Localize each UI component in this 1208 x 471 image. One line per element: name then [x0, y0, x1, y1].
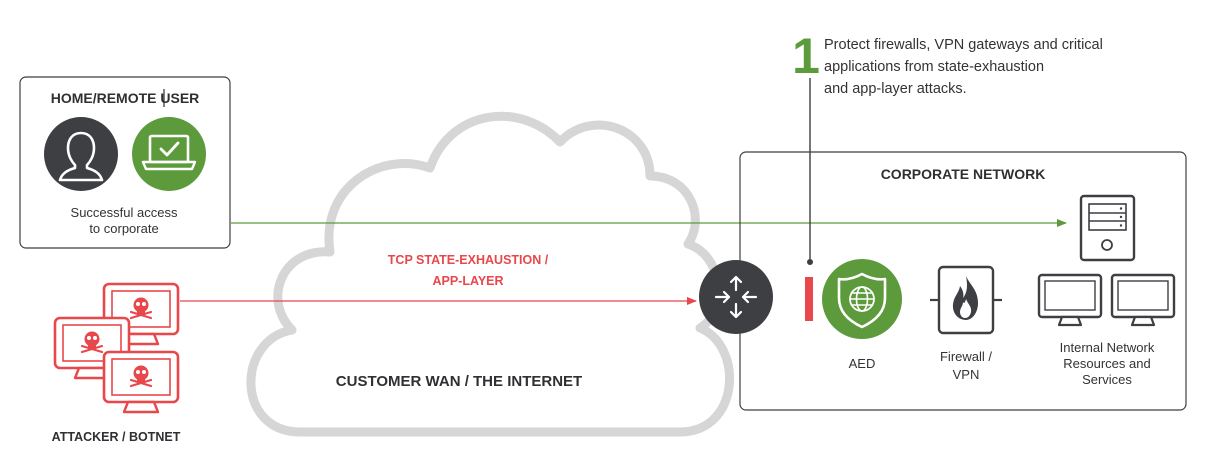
laptop-check-icon: [132, 117, 206, 191]
callout-text-line2: applications from state-exhaustion: [824, 59, 1044, 75]
router-icon: [699, 260, 773, 334]
skull-icon: [129, 297, 153, 320]
corporate-network-title: CORPORATE NETWORK: [881, 166, 1046, 182]
firewall-label-line2: VPN: [953, 367, 980, 382]
callout-dot: [807, 259, 813, 265]
home-user-caption-line1: Successful access: [71, 205, 178, 220]
botnet-monitor-bottom: [102, 350, 180, 414]
callout-number: 1: [792, 28, 820, 84]
home-user-title: HOME/REMOTE USER: [51, 90, 200, 106]
attack-type-line1: TCP STATE-EXHAUSTION /: [388, 253, 549, 267]
skull-icon: [129, 365, 153, 388]
aed-shield-icon: [822, 259, 902, 339]
callout-text-line1: Protect firewalls, VPN gateways and crit…: [824, 37, 1103, 53]
skull-icon: [80, 331, 104, 354]
attack-type-line2: APP-LAYER: [432, 274, 503, 288]
botnet-monitors: [53, 282, 180, 414]
flame-icon: [952, 276, 978, 320]
aed-label: AED: [849, 356, 876, 371]
desktop-left-icon: [1037, 273, 1103, 327]
user-icon: [44, 117, 118, 191]
blocking-bar: [805, 277, 813, 321]
firewall-label-line1: Firewall /: [940, 349, 992, 364]
home-user-caption-line2: to corporate: [89, 221, 158, 236]
globe-icon: [849, 286, 875, 312]
attacker-label: ATTACKER / BOTNET: [52, 430, 181, 444]
cloud-label: CUSTOMER WAN / THE INTERNET: [336, 373, 582, 390]
resources-label-line2: Resources and: [1063, 356, 1150, 371]
firewall-icon: [930, 265, 1002, 335]
resources-label-line1: Internal Network: [1060, 340, 1155, 355]
resources-label-line3: Services: [1082, 372, 1132, 387]
callout-text-line3: and app-layer attacks.: [824, 81, 967, 97]
server-icon: [1079, 194, 1136, 262]
desktop-right-icon: [1110, 273, 1176, 327]
